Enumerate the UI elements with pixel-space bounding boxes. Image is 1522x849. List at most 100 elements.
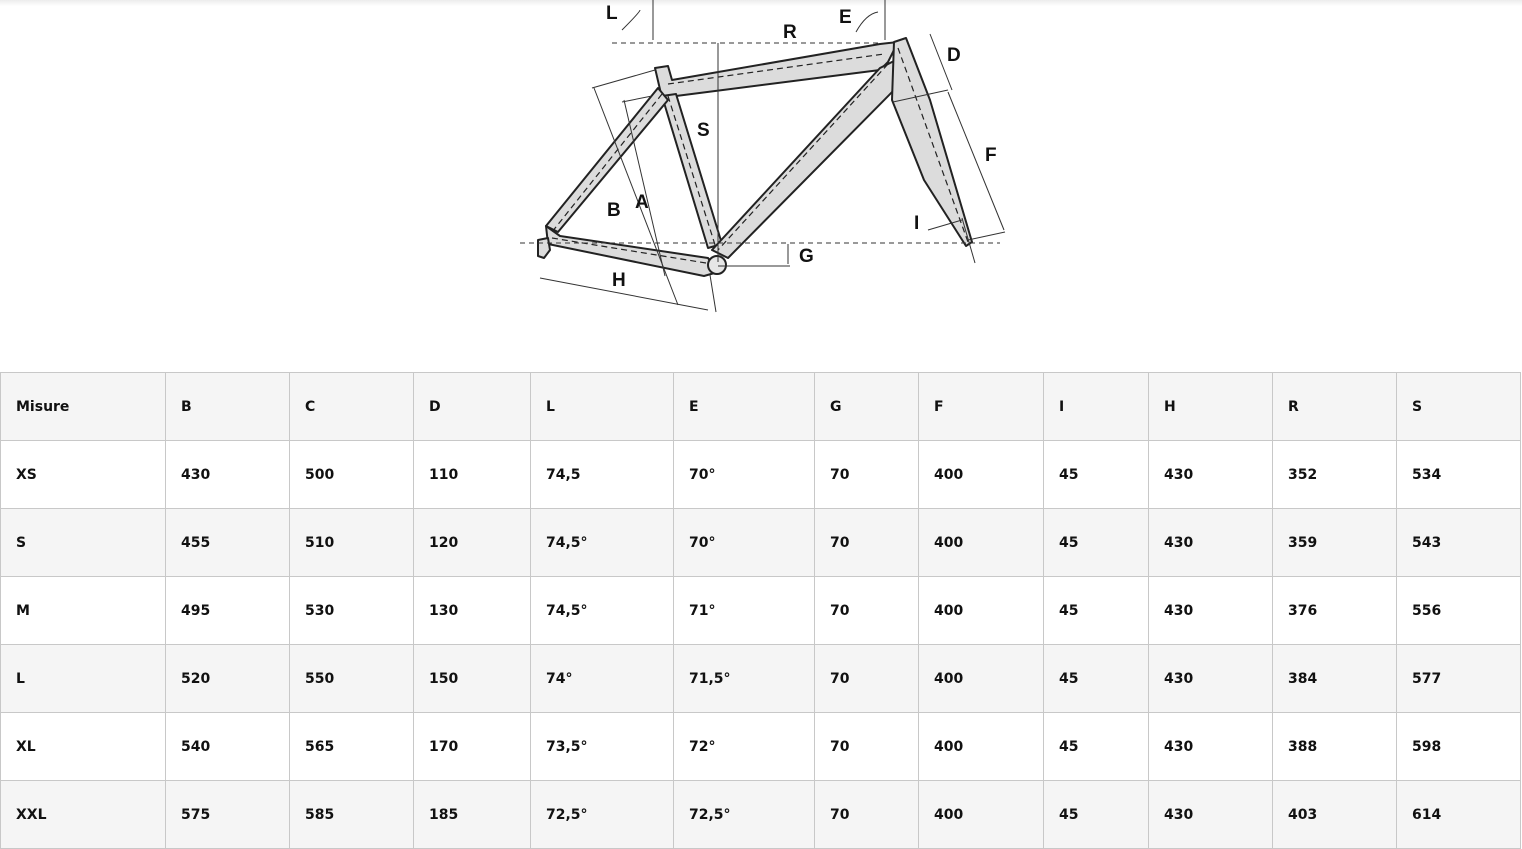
label-R: R — [783, 22, 797, 43]
table-cell: 170 — [413, 712, 531, 781]
table-cell: 430 — [1148, 440, 1273, 509]
table-cell: 585 — [289, 780, 414, 849]
header-e: E — [673, 372, 815, 441]
label-D: D — [947, 45, 961, 66]
frame-centerlines — [551, 47, 969, 265]
table-row: L 520 550 150 74° 71,5° 70 400 45 430 38… — [0, 644, 1521, 713]
header-d: D — [413, 372, 531, 441]
table-cell: 70° — [673, 440, 815, 509]
frame-geometry-svg: L E R D S F B A I H G — [520, 0, 1006, 313]
table-cell: 400 — [918, 576, 1044, 645]
header-l: L — [530, 372, 674, 441]
table-cell: 598 — [1396, 712, 1521, 781]
table-cell: 430 — [165, 440, 290, 509]
table-cell: 530 — [289, 576, 414, 645]
table-cell: 70 — [814, 508, 919, 577]
table-cell: 70° — [673, 508, 815, 577]
table-cell: 495 — [165, 576, 290, 645]
table-cell: XL — [0, 712, 166, 781]
table-cell: 400 — [918, 712, 1044, 781]
table-cell: 430 — [1148, 508, 1273, 577]
table-header-row: Misure B C D L E G F I H R S — [0, 372, 1521, 441]
table-row: XS 430 500 110 74,5 70° 70 400 45 430 35… — [0, 440, 1521, 509]
table-cell: 110 — [413, 440, 531, 509]
table-cell: 534 — [1396, 440, 1521, 509]
geometry-table: Misure B C D L E G F I H R S XS 430 500 … — [0, 372, 1521, 849]
header-r: R — [1272, 372, 1397, 441]
table-cell: 575 — [165, 780, 290, 849]
table-cell: 150 — [413, 644, 531, 713]
table-cell: 74,5° — [530, 508, 674, 577]
table-cell: 45 — [1043, 644, 1149, 713]
label-I: I — [914, 213, 919, 234]
table-cell: 430 — [1148, 780, 1273, 849]
table-cell: 352 — [1272, 440, 1397, 509]
table-cell: 45 — [1043, 780, 1149, 849]
table-cell: 430 — [1148, 576, 1273, 645]
table-cell: 520 — [165, 644, 290, 713]
table-cell: 71,5° — [673, 644, 815, 713]
table-cell: 72,5° — [530, 780, 674, 849]
table-cell: 556 — [1396, 576, 1521, 645]
table-cell: 455 — [165, 508, 290, 577]
table-cell: 130 — [413, 576, 531, 645]
table-cell: 120 — [413, 508, 531, 577]
table-cell: 185 — [413, 780, 531, 849]
header-s: S — [1396, 372, 1521, 441]
top-shadow — [0, 0, 1522, 6]
label-L: L — [606, 3, 618, 24]
reference-lines — [520, 42, 1000, 244]
table-cell: 376 — [1272, 576, 1397, 645]
label-E: E — [839, 7, 852, 28]
frame-geometry-diagram: L E R D S F B A I H G — [0, 0, 1522, 372]
label-S: S — [697, 120, 710, 141]
table-cell: 430 — [1148, 644, 1273, 713]
table-cell: 510 — [289, 508, 414, 577]
label-B: B — [607, 200, 621, 221]
table-cell: 73,5° — [530, 712, 674, 781]
table-cell: 70 — [814, 712, 919, 781]
table-cell: 70 — [814, 780, 919, 849]
table-cell: 614 — [1396, 780, 1521, 849]
table-cell: 400 — [918, 508, 1044, 577]
table-cell: 74° — [530, 644, 674, 713]
table-cell: 400 — [918, 440, 1044, 509]
table-cell: 45 — [1043, 712, 1149, 781]
header-misure: Misure — [0, 372, 166, 441]
table-cell: 400 — [918, 780, 1044, 849]
table-cell: 388 — [1272, 712, 1397, 781]
header-g: G — [814, 372, 919, 441]
header-c: C — [289, 372, 414, 441]
table-cell: 70 — [814, 644, 919, 713]
table-cell: 71° — [673, 576, 815, 645]
table-cell: 74,5 — [530, 440, 674, 509]
label-H: H — [612, 270, 626, 291]
table-cell: 70 — [814, 440, 919, 509]
table-cell: XS — [0, 440, 166, 509]
table-cell: 359 — [1272, 508, 1397, 577]
label-G: G — [799, 246, 814, 267]
table-cell: 543 — [1396, 508, 1521, 577]
bottom-bracket — [707, 255, 727, 275]
table-row: M 495 530 130 74,5° 71° 70 400 45 430 37… — [0, 576, 1521, 645]
table-cell: 500 — [289, 440, 414, 509]
table-cell: M — [0, 576, 166, 645]
table-cell: 74,5° — [530, 576, 674, 645]
table-cell: 70 — [814, 576, 919, 645]
table-row: XXL 575 585 185 72,5° 72,5° 70 400 45 43… — [0, 780, 1521, 849]
table-cell: 577 — [1396, 644, 1521, 713]
table-cell: XXL — [0, 780, 166, 849]
table-cell: 72° — [673, 712, 815, 781]
table-cell: 540 — [165, 712, 290, 781]
header-b: B — [165, 372, 290, 441]
table-row: XL 540 565 170 73,5° 72° 70 400 45 430 3… — [0, 712, 1521, 781]
table-cell: 45 — [1043, 508, 1149, 577]
table-cell: 72,5° — [673, 780, 815, 849]
header-h: H — [1148, 372, 1273, 441]
table-cell: L — [0, 644, 166, 713]
table-cell: S — [0, 508, 166, 577]
table-cell: 403 — [1272, 780, 1397, 849]
dimension-lines — [539, 0, 1006, 313]
table-cell: 430 — [1148, 712, 1273, 781]
table-cell: 384 — [1272, 644, 1397, 713]
